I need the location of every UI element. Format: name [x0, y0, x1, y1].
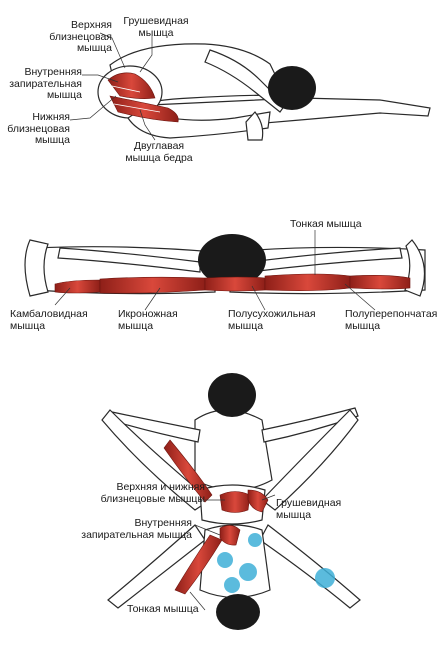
label-line: Полусухожильная [228, 308, 316, 320]
label-semitendinosus: Полусухожильная мышца [228, 308, 318, 332]
label-line: Верхняя и нижняя [116, 481, 205, 493]
leg-upper-right [261, 409, 359, 511]
arm [204, 49, 286, 113]
label-line: Полуперепончатая [345, 308, 438, 320]
label-line: Камбаловидная [10, 308, 88, 320]
label-superior-gemellus-top: Верхняя близнецовая мышца [40, 19, 112, 55]
figure-straddle [101, 407, 361, 609]
calf-muscle-right [349, 275, 411, 290]
leader-piriformis-3 [261, 494, 276, 501]
leader-biceps [139, 109, 156, 141]
label-line: близнецовая [49, 30, 112, 43]
blue-spot-5 [248, 533, 262, 547]
foot [245, 111, 264, 141]
head-hair-4 [216, 594, 260, 630]
leader-superior-gemellus [99, 32, 126, 69]
leader-gracilis-3 [189, 591, 206, 611]
label-line: Двуглавая [133, 140, 185, 152]
label-line: мышца [118, 319, 154, 332]
gemelli-muscle [219, 491, 251, 513]
label-soleus: Камбаловидная мышца [10, 308, 100, 332]
label-gracilis-mid: Тонкая мышца [290, 218, 390, 231]
label-line: близнецовые мышцы [100, 492, 205, 505]
label-gemelli-bottom: Верхняя и нижняя близнецовые мышцы [100, 481, 205, 505]
left-arm [57, 247, 201, 273]
leader-soleus [54, 287, 71, 306]
muscles-fig2 [54, 273, 411, 294]
label-line: запирательная мышца [81, 528, 192, 541]
label-line: мышца [76, 42, 112, 54]
label-gastrocnemius: Икроножная мышца [118, 308, 198, 332]
left-foot [24, 239, 49, 297]
leg-lower-left [107, 524, 206, 609]
leaders-fig1 [69, 32, 156, 141]
label-line: мышца [228, 319, 264, 332]
label-gracilis-bottom: Тонкая мышца [127, 603, 217, 616]
gastrocnemius-muscle-left [99, 276, 206, 294]
label-piriformis-bottom: Грушевидная мышца [276, 497, 356, 521]
label-line: Грушевидная [276, 497, 342, 509]
label-obturator-bottom: Внутренняя запирательная мышца [80, 517, 192, 541]
leader-piriformis [139, 36, 153, 73]
head-hair-3 [208, 373, 256, 417]
label-biceps-femoris: Двуглавая мышца бедра [118, 140, 200, 164]
label-obturator-top: Внутренняя запирательная мышца [2, 66, 82, 102]
label-line: Икроножная [118, 308, 178, 320]
label-line: мышца [34, 134, 70, 146]
label-line: мышца [345, 319, 381, 332]
head-hair-2 [198, 234, 266, 286]
back [194, 409, 273, 491]
label-line: мышца [10, 319, 46, 332]
blue-spot-1 [217, 552, 233, 568]
muscle-striation-2 [113, 103, 161, 113]
arm-right-3 [261, 407, 359, 443]
head-hair-1 [268, 66, 316, 110]
label-line: мышца [138, 26, 174, 39]
gracilis-upper [163, 439, 213, 503]
label-line: Тонкая мышца [127, 603, 199, 615]
piriformis-muscle-3 [247, 489, 269, 513]
muscles-fig1 [107, 72, 179, 123]
leader-inferior-gemellus [69, 95, 117, 121]
label-inferior-gemellus-top: Нижняя близнецовая мышца [2, 111, 70, 147]
semitendinosus-muscle [204, 276, 266, 292]
blue-spot-4 [315, 568, 335, 588]
leaders-fig2 [54, 230, 376, 311]
leg-lower-right [259, 524, 361, 609]
label-line: Нижняя [32, 111, 70, 123]
leaders-fig3 [189, 494, 276, 611]
blue-spot-2 [239, 563, 257, 581]
muscle-striation [111, 85, 141, 93]
label-piriformis-top: Грушевидная мышца [120, 15, 192, 39]
leader-gastrocnemius [144, 287, 161, 311]
leader-semimembranosus [344, 283, 376, 311]
label-semimembranosus: Полуперепончатая мышца [345, 308, 445, 332]
muscles-fig3 [163, 439, 269, 595]
label-line: мышца бедра [125, 151, 193, 164]
label-line: Верхняя [71, 19, 112, 31]
leg-upper-left [101, 409, 212, 511]
blue-spot-3 [224, 577, 240, 593]
label-line: Внутренняя [24, 66, 82, 78]
label-line: запирательная [9, 77, 82, 90]
right-arm [249, 247, 403, 273]
leader-obturator [82, 74, 119, 83]
label-line: близнецовая [7, 122, 70, 135]
label-line: Грушевидная [123, 15, 189, 27]
leader-semitendinosus [251, 285, 266, 311]
label-line: Тонкая мышца [290, 218, 362, 230]
piriformis-muscle [107, 72, 156, 99]
leader-obturator-3 [194, 524, 221, 536]
gracilis-lower [174, 534, 223, 595]
label-line: мышца [276, 508, 312, 521]
semimembranosus-muscle [264, 273, 351, 291]
obturator-muscle-3 [219, 525, 241, 546]
stretch-highlights [217, 533, 335, 593]
label-line: мышца [46, 89, 82, 101]
label-line: Внутренняя [134, 517, 192, 529]
